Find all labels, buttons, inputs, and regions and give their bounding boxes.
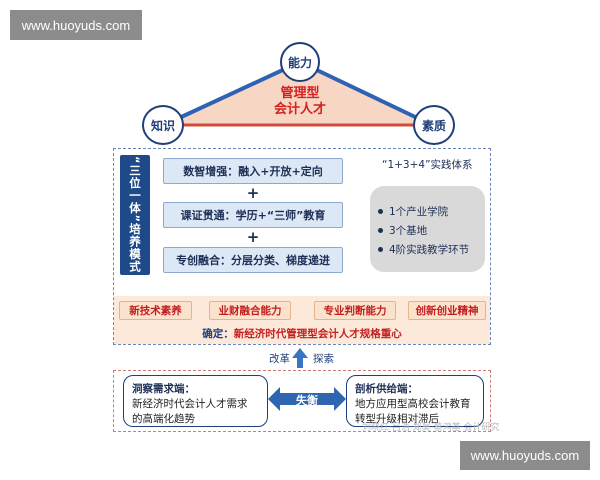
capability-judgment: 专业判断能力	[314, 301, 396, 320]
center-box-course-cert: 课证贯通：学历+“三师”教育	[163, 202, 343, 228]
practice-box	[370, 186, 485, 272]
confirm-text: 新经济时代管理型会计人才规格重心	[233, 328, 402, 340]
supply-line-2: 转型升级相对滞后	[355, 413, 439, 425]
mismatch-label: 失衡	[296, 394, 318, 407]
triangle-right-edge	[299, 60, 433, 127]
arrow-reform-up	[292, 348, 308, 368]
watermark-bottom: www.huoyuds.com	[460, 441, 590, 470]
capability-entrepreneurship: 创新创业精神	[408, 301, 486, 320]
demand-box: 洞察需求端： 新经济时代会计人才需求 的高端化趋势	[123, 375, 268, 427]
confirm-prefix: 确定：	[202, 328, 234, 340]
practice-item-1: 1个产业学院	[378, 204, 448, 219]
capability-new-tech: 新技术素养	[119, 301, 192, 320]
center-box-innovation: 专创融合：分层分类、梯度递进	[163, 247, 343, 273]
triangle-center-label: 管理型 会计人才	[250, 86, 350, 118]
plus-sign-1: +	[246, 184, 260, 202]
practice-item-3-text: 4阶实践教学环节	[389, 244, 470, 256]
confirm-row: 确定：新经济时代管理型会计人才规格重心	[114, 326, 490, 341]
double-arrow-shape	[268, 387, 346, 411]
bullet-icon	[378, 209, 383, 214]
demand-title: 洞察需求端：	[132, 383, 195, 395]
triangle-center-line1: 管理型	[280, 86, 320, 101]
practice-item-3: 4阶实践教学环节	[378, 242, 469, 257]
demand-line-1: 新经济时代会计人才需求	[132, 398, 248, 410]
practice-item-2: 3个基地	[378, 223, 427, 238]
triangle-left-edge	[163, 60, 301, 127]
capability-business-finance: 业财融合能力	[209, 301, 291, 320]
practice-title: “1+3+4”实践体系	[382, 159, 473, 171]
mismatch-arrow	[268, 387, 346, 411]
practice-item-1-text: 1个产业学院	[389, 206, 449, 218]
triangle-fill	[164, 62, 432, 125]
supply-box: 剖析供给端： 地方应用型高校会计教育 转型升级相对滞后	[346, 375, 484, 427]
demand-line-2: 的高端化趋势	[132, 413, 195, 425]
supply-title: 剖析供给端：	[355, 383, 418, 395]
bullet-icon	[378, 228, 383, 233]
reform-label: 改革	[269, 353, 290, 365]
practice-item-2-text: 3个基地	[389, 225, 428, 237]
plus-sign-2: +	[246, 228, 260, 246]
training-model-label: “三位一体”培养模式	[120, 155, 150, 275]
explore-label: 探索	[313, 353, 334, 365]
node-quality: 素质	[413, 105, 455, 145]
watermark-top: www.huoyuds.com	[10, 10, 142, 40]
supply-line-1: 地方应用型高校会计教育	[355, 398, 471, 410]
center-box-digital: 数智增强：融入+开放+定向	[163, 158, 343, 184]
node-ability: 能力	[280, 42, 320, 82]
node-knowledge: 知识	[142, 105, 184, 145]
faint-caption: 刘晓红·吕浩·郑昊·蔡鸿基·会计研究	[362, 423, 500, 433]
triangle-center-line2: 会计人才	[273, 102, 326, 117]
bullet-icon	[378, 247, 383, 252]
